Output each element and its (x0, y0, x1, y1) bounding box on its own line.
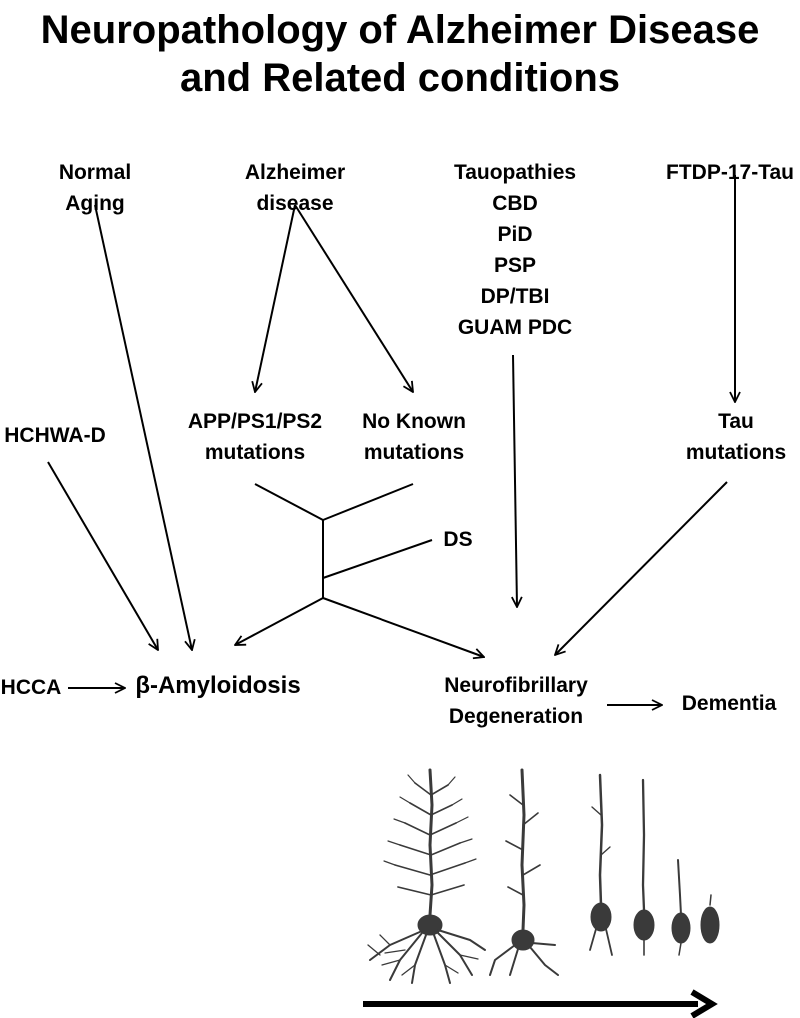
title-line-1: Neuropathology of Alzheimer Disease (40, 8, 760, 52)
node-tauopathies-line-6: GUAM PDC (457, 316, 573, 339)
neuron-stage-5 (671, 859, 691, 956)
node-app-ps1-ps2-mutations: APP/PS1/PS2 mutations (175, 406, 335, 468)
neuron-stage-2 (489, 768, 559, 976)
arrow-taumutations-to-nfd (555, 481, 728, 655)
arrow-hchwa-to-amyloidosis (47, 461, 158, 650)
node-normal-aging: Normal Aging (50, 157, 140, 219)
node-hcca-line-1: HCCA (0, 676, 62, 699)
node-ftdp-line-1: FTDP-17-Tau (666, 161, 794, 184)
node-app-line-1: APP/PS1/PS2 (187, 410, 323, 433)
node-dementia: Dementia (670, 688, 788, 719)
node-dementia-line-1: Dementia (681, 692, 777, 715)
neuron-stage-6 (700, 894, 720, 944)
arrow-ad-to-app (255, 204, 296, 392)
progression-arrow (363, 989, 718, 1018)
node-noknown-line-2: mutations (363, 441, 465, 464)
node-nfd-line-2: Degeneration (448, 705, 584, 728)
neuron-stage-3 (589, 773, 613, 956)
arrow-aging-to-amyloidosis (94, 204, 192, 650)
node-tauopathies-line-2: CBD (492, 192, 538, 215)
arrow-ad-to-noknown (294, 204, 413, 392)
node-normal-aging-line-1: Normal (58, 161, 132, 184)
node-ds: DS (435, 524, 481, 555)
node-tau-mutations: Tau mutations (680, 406, 792, 468)
node-hchwa-d: HCHWA-D (0, 420, 110, 451)
node-neurofibrillary-degeneration: Neurofibrillary Degeneration (430, 670, 602, 732)
node-tauopathies-line-1: Tauopathies (453, 161, 577, 184)
line-ds-to-junction (322, 539, 433, 579)
node-no-known-mutations: No Known mutations (350, 406, 478, 468)
node-tauopathies: Tauopathies CBD PiD PSP DP/TBI GUAM PDC (435, 157, 595, 343)
node-alzheimer-disease: Alzheimer disease (230, 157, 360, 219)
node-ds-line-1: DS (443, 528, 473, 551)
node-normal-aging-line-2: Aging (65, 192, 125, 215)
node-tauopathies-line-3: PiD (497, 223, 533, 246)
title-line-2: and Related conditions (179, 56, 621, 100)
neuron-stage-1 (367, 768, 486, 984)
neuron-stage-4 (633, 778, 655, 956)
line-app-to-junction (254, 483, 324, 521)
node-beta-amyloidosis: β-Amyloidosis (128, 670, 308, 701)
node-tauopathies-line-5: DP/TBI (480, 285, 550, 308)
neuron-degeneration-sequence (367, 768, 720, 984)
node-alzheimer-disease-line-1: Alzheimer (244, 161, 346, 184)
node-tauopathies-line-4: PSP (493, 254, 537, 277)
node-ftdp-17-tau: FTDP-17-Tau (660, 157, 800, 188)
node-hcca: HCCA (0, 672, 62, 703)
node-hchwa-line-1: HCHWA-D (4, 424, 106, 447)
node-noknown-line-1: No Known (362, 410, 466, 433)
node-nfd-line-1: Neurofibrillary (444, 674, 588, 697)
arrow-junction-to-nfd (322, 597, 484, 657)
node-app-line-2: mutations (204, 441, 306, 464)
node-alzheimer-disease-line-2: disease (256, 192, 334, 215)
node-amyloidosis-line-1: β-Amyloidosis (135, 672, 301, 699)
arrow-junction-to-amyloidosis (235, 597, 324, 645)
line-noknown-to-junction (322, 483, 414, 521)
node-taumut-line-1: Tau (718, 410, 754, 433)
node-taumut-line-2: mutations (685, 441, 787, 464)
arrow-tauopathies-to-nfd (513, 354, 517, 607)
